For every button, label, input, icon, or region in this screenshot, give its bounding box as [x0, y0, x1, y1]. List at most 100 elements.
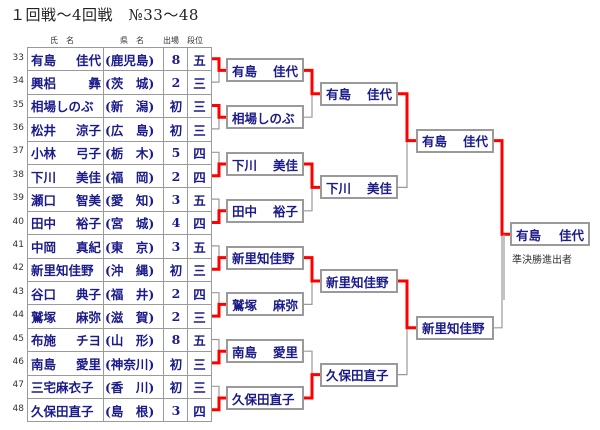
round1-winner-box: 鷲塚麻弥	[226, 292, 304, 317]
header-name: 氏 名	[50, 36, 74, 45]
bracket-line-loser	[304, 350, 313, 375]
bracket-line-loser	[211, 198, 220, 211]
round2-winner-box: 新里知佳野	[320, 269, 398, 293]
header-pref: 県 名	[120, 36, 144, 45]
player-apps: 3	[163, 398, 189, 423]
given-name: 真紀	[75, 239, 101, 255]
player-rank: 五	[187, 187, 212, 212]
player-apps: 3	[163, 234, 189, 259]
player-name[interactable]: 瀬口智美	[27, 187, 105, 212]
surname: 相場しのぶ	[31, 99, 94, 115]
bracket-line-winner	[211, 57, 226, 72]
row-number: 48	[12, 403, 24, 414]
bracket-line-winner	[211, 104, 226, 119]
bracket-line-loser	[304, 93, 313, 118]
surname: 有島	[31, 52, 57, 68]
surname: 松井	[31, 122, 57, 138]
page-title: １回戦～4回戦 №33～48	[10, 6, 199, 24]
player-apps: 初	[163, 117, 189, 142]
header-rank: 段位	[187, 36, 203, 45]
surname: 有島	[232, 63, 258, 79]
row-number: 47	[12, 380, 24, 391]
bracket-line-winner	[211, 162, 226, 178]
player-name[interactable]: 松井涼子	[27, 117, 105, 142]
bracket-line-loser	[398, 140, 408, 188]
player-name[interactable]: 興梠彝	[27, 70, 105, 95]
semifinal-caption: 準決勝進出者	[512, 255, 572, 267]
player-pref: (福 井)	[103, 281, 165, 306]
surname: 田中	[232, 204, 258, 220]
surname: 新里知佳野	[232, 251, 295, 267]
player-pref: (愛 知)	[103, 187, 165, 212]
round1-winner-box: 久保田直子	[226, 386, 304, 410]
surname: 鷲塚	[232, 297, 258, 313]
row-number: 33	[12, 52, 24, 63]
round1-winner-box: 下川美佳	[226, 152, 304, 176]
player-name[interactable]: 有島 佳代	[27, 47, 105, 72]
surname: 下川	[232, 157, 258, 173]
player-pref: (山 形)	[103, 327, 165, 353]
player-pref: (東 京)	[103, 234, 165, 259]
round1-winner-box: 相場しのぶ	[226, 105, 304, 130]
row-number: 44	[12, 310, 24, 321]
bracket-line-winner	[494, 139, 510, 236]
player-apps: 2	[163, 304, 189, 329]
given-name: チヨ	[75, 333, 101, 349]
player-name[interactable]: 三宅麻衣子	[27, 374, 105, 399]
player-name[interactable]: 久保田直子	[27, 398, 105, 423]
player-name[interactable]: 谷口典子	[27, 281, 105, 306]
round4-winner-box: 有島佳代	[510, 222, 590, 247]
bracket-line-winner	[304, 162, 320, 189]
bracket-line-winner	[211, 349, 226, 365]
bracket-line-winner	[211, 209, 226, 224]
player-rank: 五	[187, 327, 212, 353]
given-name: 麻弥	[272, 297, 298, 313]
bracket-line-loser	[211, 70, 220, 83]
player-name[interactable]: 田中裕子	[27, 210, 105, 236]
round2-winner-box: 久保田直子	[320, 362, 398, 387]
given-name: 愛里	[75, 356, 101, 372]
given-name: 美佳	[75, 169, 101, 185]
player-name[interactable]: 南島愛里	[27, 351, 105, 376]
player-pref: (新 潟)	[103, 93, 165, 119]
player-apps: 5	[163, 140, 189, 165]
player-pref: (広 島)	[103, 117, 165, 142]
row-number: 36	[12, 122, 24, 133]
player-apps: 2	[163, 164, 189, 189]
player-name[interactable]: 中岡真紀	[27, 234, 105, 259]
player-apps: 初	[163, 374, 189, 399]
surname: 相場しのぶ	[232, 110, 295, 126]
bracket-line-winner	[398, 92, 416, 143]
bracket-line-winner	[398, 279, 416, 330]
player-pref: (福 岡)	[103, 164, 165, 189]
row-number: 37	[12, 146, 24, 157]
bracket-line-loser	[211, 338, 220, 352]
given-name: 佳代	[272, 63, 298, 79]
player-name[interactable]: 下川美佳	[27, 164, 105, 189]
header-appearances: 出場	[163, 36, 179, 45]
given-name: 彝	[88, 76, 101, 92]
row-number: 35	[12, 99, 24, 110]
player-apps: 8	[163, 47, 189, 72]
row-number: 43	[12, 286, 24, 297]
player-apps: 初	[163, 257, 189, 282]
player-pref: (茨 城)	[103, 70, 165, 95]
player-rank: 三	[187, 351, 212, 376]
player-rank: 四	[187, 210, 212, 236]
player-name[interactable]: 鷲塚麻弥	[27, 304, 105, 329]
given-name: 佳代	[558, 227, 584, 243]
player-name[interactable]: 相場しのぶ	[27, 93, 105, 119]
given-name: 弓子	[75, 146, 101, 162]
player-name[interactable]: 小林弓子	[27, 140, 105, 165]
player-pref: (栃 木)	[103, 140, 165, 165]
player-rank: 四	[187, 398, 212, 423]
player-name[interactable]: 新里知佳野	[27, 257, 105, 282]
player-rank: 四	[187, 164, 212, 189]
round3-winner-box: 有島佳代	[416, 128, 494, 153]
given-name: 美佳	[366, 180, 392, 196]
given-name: 佳代	[75, 52, 101, 68]
given-name: 佳代	[462, 134, 488, 150]
player-pref: (滋 賀)	[103, 304, 165, 329]
player-name[interactable]: 布施チヨ	[27, 327, 105, 353]
bracket-line-loser	[211, 245, 220, 258]
